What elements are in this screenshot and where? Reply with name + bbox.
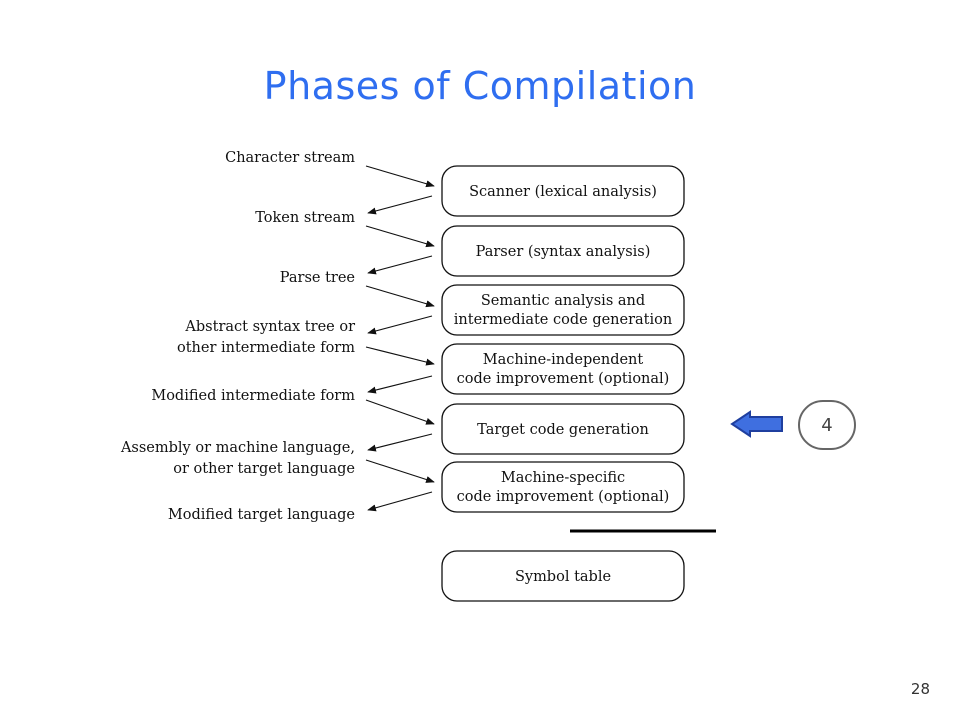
- data-label-4: other intermediate form: [177, 340, 355, 356]
- symbol-table-box-label: Symbol table: [515, 569, 611, 585]
- phase-box-4-label: code improvement (optional): [457, 371, 670, 387]
- phase-box-5: [441, 403, 685, 455]
- arrow-out-of-phase-3: [367, 315, 433, 335]
- phase-box-6: [441, 461, 685, 513]
- arrow-into-phase-5: [365, 399, 435, 425]
- data-label-6: or other target language: [173, 461, 355, 477]
- phase-box-3-label: intermediate code generation: [454, 312, 672, 328]
- arrow-out-of-phase-5: [367, 433, 433, 452]
- phase-box-3: [441, 284, 685, 336]
- symbol-table-box: [441, 550, 685, 602]
- data-label-3: Parse tree: [280, 270, 355, 286]
- arrow-out-of-phase-6: [367, 491, 433, 512]
- data-label-4: Abstract syntax tree or: [184, 319, 355, 335]
- arrow-out-of-phase-4: [367, 375, 433, 394]
- pointer-arrow-icon: [730, 410, 783, 438]
- arrow-into-phase-2: [365, 225, 435, 248]
- phase-box-6-label: Machine-specific: [501, 470, 625, 486]
- data-label-7: Modified target language: [168, 507, 355, 523]
- step-number-badge: 4: [798, 400, 856, 450]
- slide-number: 28: [910, 680, 930, 698]
- arrow-out-of-phase-1: [367, 195, 433, 215]
- arrow-into-phase-6: [365, 459, 435, 483]
- arrow-out-of-phase-2: [367, 255, 433, 275]
- arrow-into-phase-3: [365, 285, 435, 308]
- phase-box-4-label: Machine-independent: [483, 352, 644, 368]
- phase-box-4: [441, 343, 685, 395]
- phase-box-6-label: code improvement (optional): [457, 489, 670, 505]
- data-label-6: Assembly or machine language,: [120, 440, 355, 456]
- arrow-into-phase-1: [365, 165, 435, 188]
- data-label-5: Modified intermediate form: [151, 388, 355, 404]
- page-title: Phases of Compilation: [263, 64, 697, 108]
- data-label-1: Character stream: [225, 150, 355, 166]
- phase-box-2-label: Parser (syntax analysis): [476, 244, 651, 260]
- data-label-2: Token stream: [255, 210, 355, 226]
- phase-box-1: [441, 165, 685, 217]
- phase-box-5-label: Target code generation: [477, 422, 649, 438]
- phase-box-2: [441, 225, 685, 277]
- arrow-into-phase-4: [365, 346, 435, 366]
- phase-box-3-label: Semantic analysis and: [481, 293, 645, 309]
- phase-box-1-label: Scanner (lexical analysis): [469, 184, 657, 200]
